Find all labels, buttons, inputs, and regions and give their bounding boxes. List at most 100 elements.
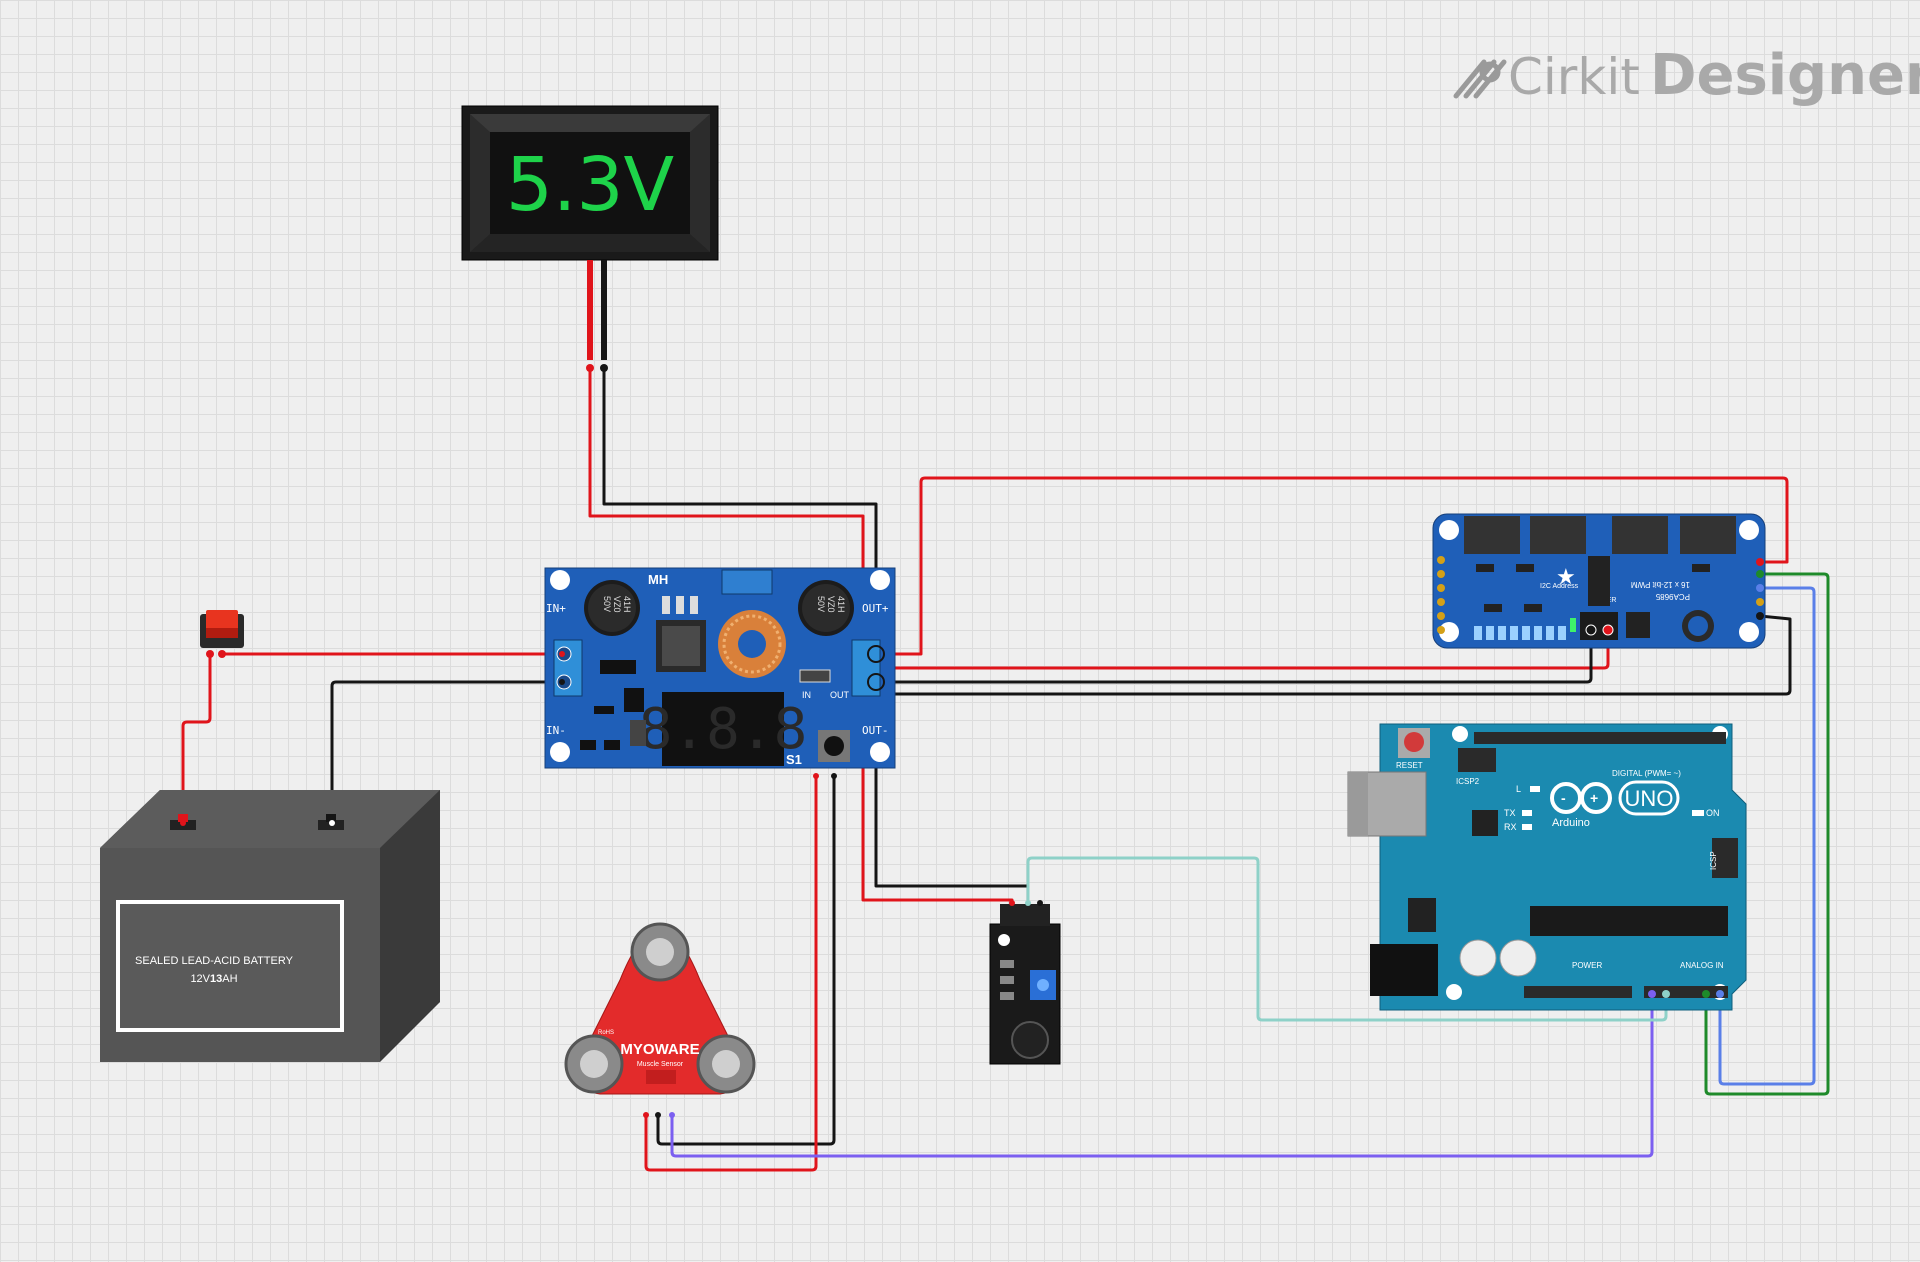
pca9685-terminal-minus[interactable] bbox=[1585, 624, 1597, 636]
wire-buck-to-myoware-vcc[interactable] bbox=[644, 776, 818, 1172]
buck-label-out-minus: OUT- bbox=[862, 724, 889, 737]
sound-pin-gnd[interactable] bbox=[1025, 900, 1031, 906]
arduino-digital-header bbox=[1474, 732, 1726, 744]
wire-out-minus-to-pca-gnd[interactable] bbox=[876, 614, 1792, 696]
arduino-pin-a0[interactable] bbox=[1648, 990, 1656, 998]
buck-capacitor-2-label: 41HVZ050V bbox=[816, 596, 846, 613]
buck-potentiometer[interactable] bbox=[721, 569, 773, 595]
cirkit-logo-icon bbox=[1453, 59, 1507, 99]
buck-pin-out-minus[interactable] bbox=[867, 673, 885, 691]
wire-out-plus-to-pca-vcc[interactable] bbox=[876, 476, 1789, 656]
svg-text:+: + bbox=[1590, 790, 1598, 806]
pca9685-pin-vcc[interactable] bbox=[1756, 558, 1764, 566]
buck-display-text: 8.8.8 bbox=[639, 697, 808, 762]
buck-pin-in-plus[interactable] bbox=[559, 651, 565, 657]
switch-pin-2[interactable] bbox=[218, 650, 226, 658]
pca9685-pin-scl[interactable] bbox=[1756, 584, 1764, 592]
sound-pin-vcc[interactable] bbox=[1037, 900, 1043, 906]
arduino-label-icsp2: ICSP2 bbox=[1456, 777, 1480, 786]
arduino-label-uno: UNO bbox=[1625, 786, 1674, 811]
buck-converter[interactable]: MH IN+ IN- OUT+ OUT- S1 IN OUT 41HVZ050V… bbox=[544, 567, 896, 779]
brand-name-bold: Designer bbox=[1650, 43, 1920, 108]
arduino-pin-a4[interactable] bbox=[1702, 990, 1710, 998]
pca9685-terminal-plus[interactable] bbox=[1602, 624, 1614, 636]
pca9685-chip-label: PCA9685 bbox=[1655, 592, 1690, 601]
svg-text:-: - bbox=[1561, 790, 1566, 806]
arduino-label-brand: Arduino bbox=[1552, 817, 1590, 829]
wire-battery-to-in-minus[interactable] bbox=[330, 680, 562, 823]
arduino-analog-header bbox=[1644, 986, 1728, 998]
buck-capacitor-2: 41HVZ050V bbox=[798, 580, 854, 636]
wire-out-plus-to-pca-terminal[interactable] bbox=[876, 630, 1610, 670]
myoware-subtitle: Muscle Sensor bbox=[637, 1061, 684, 1068]
myoware-rohs: RoHS bbox=[598, 1030, 614, 1036]
battery-label-panel bbox=[116, 900, 344, 1032]
buck-pin-out-plus[interactable] bbox=[867, 645, 885, 663]
wire-buck-to-myoware-gnd[interactable] bbox=[656, 776, 836, 1146]
voltmeter-pin-positive[interactable] bbox=[586, 364, 594, 372]
pca9685-pin-oe[interactable] bbox=[1756, 598, 1764, 606]
buck-label-mh: MH bbox=[648, 572, 668, 587]
pca9685-pin-gnd[interactable] bbox=[1756, 612, 1764, 620]
wire-myoware-to-a0[interactable] bbox=[670, 994, 1654, 1158]
sound-sensor-module[interactable] bbox=[989, 900, 1061, 1065]
wire-a4-to-pca-sda[interactable] bbox=[1704, 572, 1830, 1096]
pca9685-board[interactable]: 16 x 12-bit PWM PCA9685 I2C Address POWE… bbox=[1432, 513, 1766, 649]
arduino-label-tx: TX bbox=[1504, 808, 1516, 818]
buck-label-in: IN bbox=[802, 690, 811, 700]
buck-capacitor-1: 41HVZ050V bbox=[584, 580, 640, 636]
wire-out-minus-to-pca-terminal[interactable] bbox=[876, 630, 1593, 684]
sound-sensor-microphone-icon bbox=[1011, 1021, 1049, 1059]
buck-pin-in-minus[interactable] bbox=[559, 679, 565, 685]
voltmeter-pin-negative[interactable] bbox=[600, 364, 608, 372]
wire-sound-to-a1[interactable] bbox=[1026, 856, 1668, 1022]
arduino-uno[interactable]: RESET ICSP2 ICSP DIGITAL (PWM= ~) - + UN… bbox=[1347, 723, 1747, 1011]
pca9685-address-pads bbox=[1474, 626, 1566, 640]
buck-label-in-minus: IN- bbox=[546, 724, 566, 737]
voltmeter-lead-red bbox=[587, 260, 593, 360]
arduino-label-rx: RX bbox=[1504, 822, 1517, 832]
arduino-icsp2 bbox=[1458, 748, 1496, 772]
arduino-power-header bbox=[1524, 986, 1632, 998]
myoware-brand: MYOWARE bbox=[620, 1041, 699, 1058]
buck-label-out-plus: OUT+ bbox=[862, 602, 889, 615]
voltmeter-reading: 5.3V bbox=[506, 142, 675, 228]
sound-pin-ao[interactable] bbox=[1009, 900, 1015, 906]
pca9685-address-label: I2C Address bbox=[1540, 583, 1579, 590]
rocker-switch[interactable] bbox=[200, 610, 244, 658]
pca9685-title: 16 x 12-bit PWM bbox=[1631, 580, 1690, 589]
lead-acid-battery[interactable]: SEALED LEAD-ACID BATTERY 12V13AH bbox=[100, 790, 440, 1062]
arduino-label-reset: RESET bbox=[1396, 761, 1423, 770]
voltmeter-lead-black bbox=[601, 260, 607, 360]
battery-label-line2: 12V13AH bbox=[190, 973, 237, 985]
pca9685-pin-sda[interactable] bbox=[1756, 570, 1764, 578]
arduino-pin-a1[interactable] bbox=[1662, 990, 1670, 998]
arduino-pin-a5[interactable] bbox=[1716, 990, 1724, 998]
pca9685-servo-headers bbox=[1464, 516, 1736, 554]
arduino-atmega-chip bbox=[1530, 906, 1728, 936]
buck-display bbox=[662, 692, 784, 766]
buck-output-terminal bbox=[851, 639, 881, 697]
myoware-pin-gnd[interactable] bbox=[655, 1112, 661, 1118]
switch-pin-1[interactable] bbox=[206, 650, 214, 658]
arduino-label-on: ON bbox=[1706, 808, 1720, 818]
arduino-label-power: POWER bbox=[1572, 961, 1602, 970]
arduino-label-l: L bbox=[1516, 784, 1521, 794]
arduino-label-digital: DIGITAL (PWM= ~) bbox=[1612, 769, 1681, 778]
buck-capacitor-1-label: 41HVZ050V bbox=[602, 596, 632, 613]
arduino-infinity-icon bbox=[1550, 782, 1612, 814]
wire-battery-to-switch[interactable] bbox=[181, 654, 212, 823]
voltmeter[interactable]: 5.3V bbox=[461, 105, 719, 372]
wire-a5-to-pca-scl[interactable] bbox=[1718, 586, 1816, 1086]
myoware-pin-sig[interactable] bbox=[669, 1112, 675, 1118]
brand-logo: Cirkit Designer bbox=[1453, 43, 1920, 108]
arduino-label-analog: ANALOG IN bbox=[1680, 961, 1724, 970]
buck-inductor bbox=[718, 610, 786, 678]
pca9685-chip bbox=[1588, 556, 1610, 606]
myoware-pin-vcc[interactable] bbox=[643, 1112, 649, 1118]
arduino-icsp bbox=[1712, 838, 1738, 878]
myoware-muscle-sensor[interactable]: MYOWARE Muscle Sensor RoHS bbox=[564, 922, 756, 1118]
arduino-label-icsp: ICSP bbox=[1709, 851, 1718, 870]
arduino-power-jack bbox=[1370, 944, 1438, 996]
adafruit-star-icon: ★ bbox=[1556, 564, 1576, 589]
